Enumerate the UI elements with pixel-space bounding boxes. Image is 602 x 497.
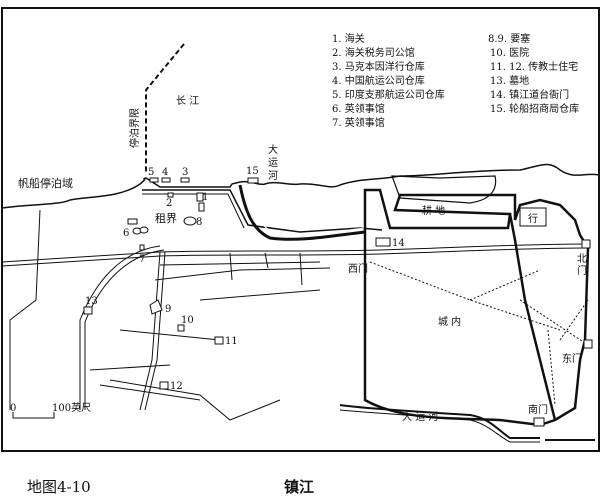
marker-label-11: 11 xyxy=(225,336,238,347)
river-label: 长 江 xyxy=(176,95,199,107)
legend-item: 5. 印度支那航运公司仓库 xyxy=(332,88,445,101)
canal-label-1: 大 xyxy=(268,143,278,156)
marker-label-12: 12 xyxy=(170,381,183,392)
anchorage-limit-line xyxy=(145,43,185,172)
map-title: 镇江 xyxy=(284,478,315,496)
legend-item: 6. 英领事馆 xyxy=(332,102,385,115)
firm-label: 行 xyxy=(528,212,538,225)
north-gate-label-1: 北 xyxy=(577,253,587,265)
scale-bar: 0 100英尺 xyxy=(10,401,91,419)
canal-label-2: 运 xyxy=(268,157,278,169)
lower-canal-label: 大 运 河 xyxy=(402,410,438,423)
river-bank xyxy=(1,163,600,209)
marker-label-5: 5 xyxy=(148,167,154,178)
west-gate-label: 西门 xyxy=(348,262,368,275)
south-gate-label: 南门 xyxy=(528,403,548,416)
farmland-label: 耕 地 xyxy=(422,204,445,217)
figure-number: 地图4-10 xyxy=(27,478,91,496)
marker-label-13: 13 xyxy=(85,296,98,307)
city-wall xyxy=(363,188,590,427)
legend-item: 2. 海关税务司公馆 xyxy=(332,46,415,59)
legend-item: 13. 墓地 xyxy=(490,74,529,87)
south-gate xyxy=(533,417,545,427)
marker-label-1: 1 xyxy=(202,192,208,203)
marker-label-15: 15 xyxy=(246,166,259,177)
site-markers xyxy=(83,177,391,390)
scale-hundred: 100英尺 xyxy=(52,401,91,414)
firm-box xyxy=(519,207,547,227)
bund-road xyxy=(142,189,383,233)
scale-zero: 0 xyxy=(10,403,16,414)
grand-canal-upper xyxy=(238,184,366,241)
marker-label-10: 10 xyxy=(181,315,194,326)
legend-item: 15. 轮船招商局仓库 xyxy=(490,102,579,115)
marker-label-9: 9 xyxy=(165,304,171,315)
sail-anchorage-label: 帆船停泊域 xyxy=(18,176,73,190)
marker-label-3: 3 xyxy=(182,167,188,178)
city-moat xyxy=(508,213,557,421)
legend-item: 7. 英领事馆 xyxy=(332,116,385,129)
east-gate xyxy=(583,339,593,349)
city-inside-label: 城 内 xyxy=(438,315,461,328)
legend-item: 11. 12. 传教士住宅 xyxy=(490,60,578,73)
north-gate xyxy=(581,239,591,249)
legend: 1. 海关 2. 海关税务司公馆 3. 马克本因洋行仓库 4. 中国航运公司仓库… xyxy=(332,32,579,129)
legend-item: 4. 中国航运公司仓库 xyxy=(332,74,425,87)
marker-label-6: 6 xyxy=(123,228,129,239)
farmland-area xyxy=(391,175,497,204)
legend-item: 14. 镇江道台衙门 xyxy=(490,88,569,101)
legend-item: 10. 医院 xyxy=(490,46,529,59)
settlement-roads xyxy=(9,209,331,421)
marker-label-14: 14 xyxy=(392,238,405,249)
main-road xyxy=(1,243,589,263)
canal-label-3: 河 xyxy=(268,170,278,182)
grand-canal-lower xyxy=(339,404,540,439)
marker-label-2: 2 xyxy=(166,198,172,209)
north-gate-label-2: 门 xyxy=(577,264,587,277)
city-paths xyxy=(369,261,589,406)
east-gate-label: 东门 xyxy=(562,352,582,365)
legend-item: 3. 马克本因洋行仓库 xyxy=(332,60,425,73)
marker-label-4: 4 xyxy=(162,167,168,178)
anchorage-limit-label: 停泊界限 xyxy=(128,108,141,148)
legend-item: 8.9. 要塞 xyxy=(488,32,530,45)
legend-item: 1. 海关 xyxy=(332,32,365,45)
map-frame xyxy=(1,7,600,452)
marker-label-8: 8 xyxy=(196,217,202,228)
marker-label-7: 7 xyxy=(139,254,145,265)
concession-label: 租界 xyxy=(155,212,177,225)
